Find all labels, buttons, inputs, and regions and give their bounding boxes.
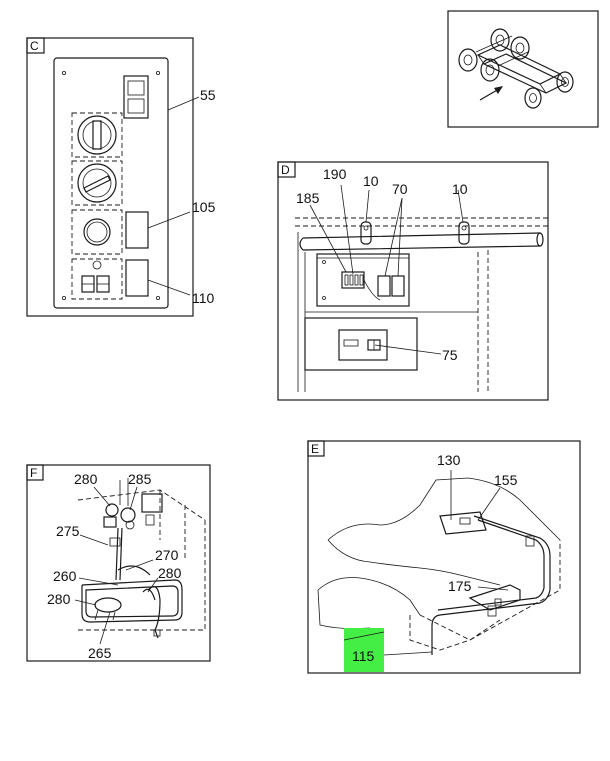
chassis-drawing (458, 28, 574, 109)
floor-assembly-drawing (317, 477, 561, 655)
callout-190: 190 (323, 166, 347, 182)
callout-10-left: 10 (363, 173, 379, 189)
round-button (71, 209, 123, 255)
blank-plate-105 (125, 211, 149, 249)
switch-module (316, 253, 410, 307)
panel-f-tag: F (30, 466, 37, 480)
callout-155: 155 (494, 472, 518, 488)
callout-130: 130 (437, 452, 461, 468)
callout-105: 105 (192, 199, 216, 215)
panel-e-frame (307, 440, 581, 674)
callout-265: 265 (88, 645, 112, 661)
panel-c: C (26, 37, 216, 317)
callout-55: 55 (200, 87, 216, 103)
lower-module (304, 317, 418, 371)
callout-110: 110 (192, 290, 215, 306)
locator-arrow (479, 86, 503, 101)
callout-280-top: 280 (74, 471, 98, 487)
callout-10-right: 10 (452, 181, 468, 197)
callout-285: 285 (128, 471, 152, 487)
callout-260: 260 (53, 568, 77, 584)
callout-115[interactable]: 115 (352, 648, 375, 664)
callout-270: 270 (155, 547, 179, 563)
panel-e: E 115 (307, 440, 581, 674)
panel-f: F (26, 464, 211, 662)
panel-d-frame (277, 161, 549, 401)
callout-275: 275 (56, 523, 80, 539)
callout-280-right: 280 (158, 565, 182, 581)
cab-frame-drawing (295, 217, 548, 392)
panel-d: D (277, 161, 549, 401)
panel-d-tag: D (281, 163, 290, 177)
rocker-switches (123, 75, 149, 119)
panel-f-frame (26, 464, 211, 662)
blank-plate-110 (125, 259, 149, 297)
callout-70: 70 (392, 181, 408, 197)
clamp-10-left (360, 221, 372, 245)
rotary-knob-2 (71, 160, 123, 206)
panel-c-frame (26, 37, 194, 317)
locator-view (447, 10, 599, 128)
panel-c-tag: C (30, 39, 39, 53)
panel-e-tag: E (311, 442, 319, 456)
harness-drawing (77, 478, 206, 639)
callout-75: 75 (442, 347, 458, 363)
control-plate (53, 57, 169, 309)
callout-185: 185 (296, 190, 320, 206)
locator-frame (447, 10, 599, 128)
callout-280-left: 280 (47, 591, 71, 607)
rotary-knob-1 (71, 112, 123, 158)
highlight-box-115 (344, 628, 384, 672)
outlet-block (71, 258, 123, 300)
callout-175: 175 (448, 578, 472, 594)
clamp-10-right (458, 221, 470, 245)
